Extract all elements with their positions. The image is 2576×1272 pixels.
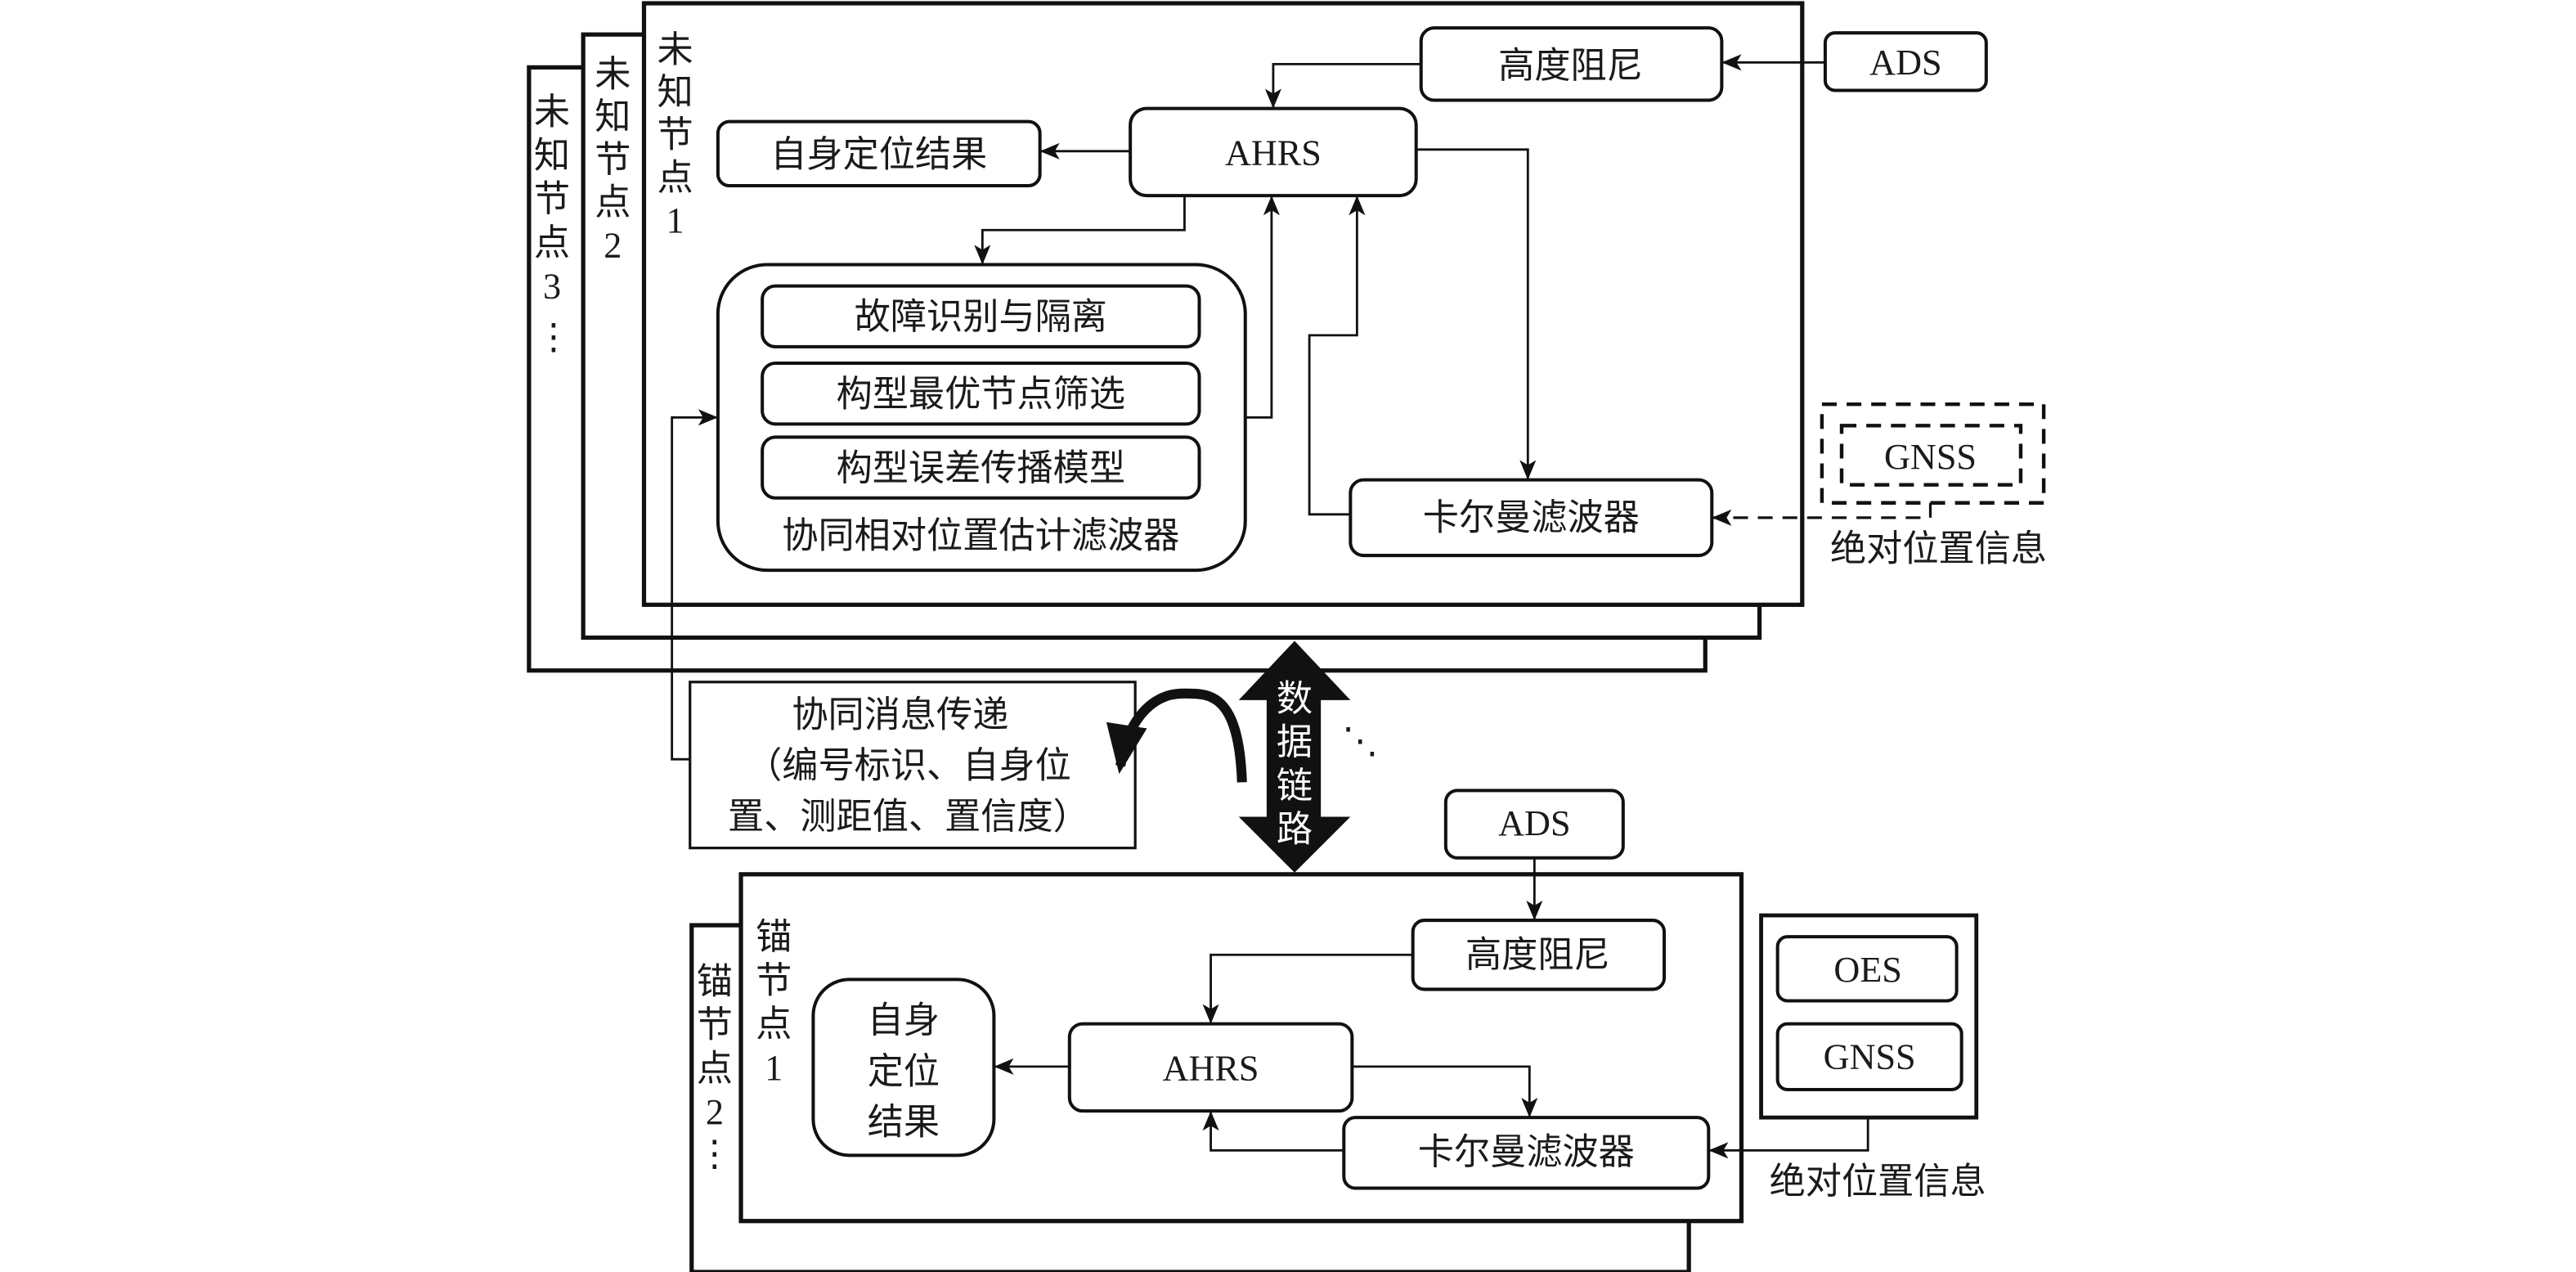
vertical-char: 2 — [604, 225, 622, 265]
vertical-char: 2 — [706, 1092, 724, 1132]
unknown-node-3-more: ⋮ — [536, 317, 572, 357]
filter-item-box-2 — [761, 361, 1201, 426]
unknown-altitude-damping-label: 高度阻尼 — [1498, 46, 1643, 86]
vertical-char: 未 — [595, 54, 631, 94]
vertical-char: 节 — [657, 115, 693, 155]
anchor-oes-box — [1775, 935, 1959, 1003]
anchor-gnss-box — [1775, 1022, 1963, 1092]
vertical-char: 点 — [534, 222, 570, 263]
arrow-anchor-altitude-to-ahrs — [1202, 953, 1413, 1024]
cooperative-message-line-1: 协同消息传递 — [792, 694, 1008, 735]
anchor-altitude-damping-label: 高度阻尼 — [1465, 935, 1610, 975]
arrow-anchor-kalman-to-ahrs — [1202, 1111, 1344, 1152]
anchor-ahrs-label: AHRS — [1163, 1048, 1259, 1088]
anchor-kalman-filter-label: 卡尔曼滤波器 — [1418, 1132, 1635, 1172]
vertical-char: 节 — [756, 960, 792, 1000]
filter-item-box-3 — [761, 435, 1201, 500]
vertical-char: 节 — [595, 139, 631, 179]
anchor-self-positioning-line-2: 定位 — [868, 1051, 940, 1091]
unknown-gnss-optional-outer — [1820, 402, 2046, 505]
vertical-char: 锚 — [697, 961, 733, 1001]
cooperative-message-line-2: （编号标识、自身位 — [746, 746, 1071, 786]
unknown-self-positioning-label: 自身定位结果 — [770, 134, 987, 174]
vertical-char: 知 — [657, 72, 693, 112]
data-link-label: 数据链路 — [1277, 678, 1313, 849]
vertical-char: 未 — [534, 92, 570, 132]
vertical-char: 知 — [534, 135, 570, 175]
anchor-absolute-position-info: 绝对位置信息 — [1770, 1162, 1986, 1202]
filter-item-box-1 — [761, 284, 1201, 348]
unknown-ahrs-label: AHRS — [1225, 133, 1322, 173]
vertical-char: 锚 — [756, 917, 792, 957]
arrow-anchor-ahrs-to-kalman — [1352, 1065, 1538, 1118]
arrow-altitude-to-ahrs — [1264, 62, 1421, 109]
arrow-anchor-sensors-to-kalman — [1708, 1117, 1869, 1159]
vertical-char: 点 — [657, 157, 693, 197]
anchor-ads-label: ADS — [1498, 803, 1570, 843]
anchor-self-positioning-line-1: 自身 — [868, 1000, 940, 1041]
cooperative-message-box — [689, 681, 1137, 850]
unknown-gnss-optional-box — [1839, 424, 2023, 487]
anchor-oes-label: OES — [1833, 950, 1901, 990]
cooperative-message-line-3: 置、测距值、置信度） — [728, 797, 1089, 837]
cooperative-filter-group-title: 协同相对位置估计滤波器 — [782, 515, 1179, 555]
vertical-char: 未 — [657, 29, 693, 70]
unknown-gnss-label: GNSS — [1884, 437, 1977, 477]
vertical-char: 3 — [543, 266, 561, 306]
unknown-absolute-position-info: 绝对位置信息 — [1830, 529, 2047, 569]
curved-exchange-arrow — [1106, 688, 1247, 783]
anchor-gnss-label: GNSS — [1824, 1036, 1916, 1076]
anchor-node-2-more: ⋮ — [697, 1134, 733, 1174]
filter-item-fault-detection: 故障识别与隔离 — [855, 297, 1107, 337]
vertical-char: 数 — [1277, 678, 1313, 718]
arrow-kalman-to-ahrs — [1308, 196, 1366, 516]
unknown-ads-label: ADS — [1869, 43, 1941, 83]
vertical-char: 点 — [595, 182, 631, 222]
unknown-kalman-filter-label: 卡尔曼滤波器 — [1423, 497, 1640, 537]
arrow-ahrs-to-kalman — [1416, 148, 1537, 480]
arrow-message-to-filter-group — [671, 409, 718, 761]
vertical-char: 点 — [697, 1048, 733, 1088]
anchor-self-positioning-line-3: 结果 — [868, 1103, 940, 1143]
vertical-char: 路 — [1277, 809, 1313, 849]
arrow-gnss-to-kalman — [1712, 502, 1932, 526]
filter-item-optimal-node-selection: 构型最优节点筛选 — [837, 375, 1126, 415]
vertical-char: 链 — [1277, 766, 1313, 806]
filter-item-error-propagation-model: 构型误差传播模型 — [837, 448, 1126, 488]
arrow-ahrs-to-filter-group — [974, 196, 1186, 265]
vertical-char: 节 — [697, 1005, 733, 1045]
data-link-more: ⋱ — [1342, 721, 1378, 762]
vertical-char: 节 — [534, 179, 570, 219]
vertical-char: 知 — [595, 97, 631, 137]
vertical-char: 1 — [765, 1047, 783, 1087]
data-link-double-arrow — [1238, 640, 1351, 873]
vertical-char: 据 — [1277, 722, 1313, 762]
vertical-char: 点 — [756, 1004, 792, 1044]
vertical-char: 1 — [666, 200, 684, 240]
arrow-filter-group-to-ahrs — [1245, 196, 1280, 419]
